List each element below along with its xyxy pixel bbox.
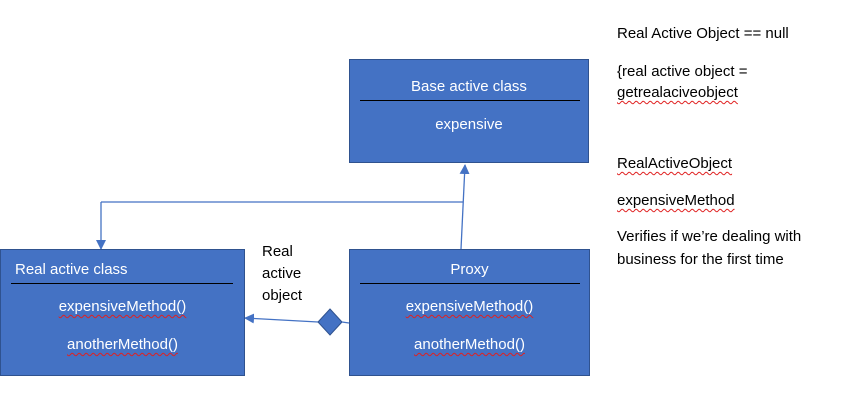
base-active-class-title: Base active class bbox=[411, 78, 527, 95]
proxy-method-2-text: anotherMethod() bbox=[414, 336, 525, 353]
real-active-class-method-2-text: anotherMethod() bbox=[67, 336, 178, 353]
base-active-class-box[interactable]: Base active class expensive bbox=[349, 59, 589, 163]
association-label: Real active object bbox=[262, 241, 302, 307]
diamond-to-proxy-connector bbox=[341, 321, 350, 324]
base-active-class-divider bbox=[360, 100, 580, 101]
proxy-title: Proxy bbox=[450, 261, 489, 278]
proxy-to-base-connector bbox=[459, 164, 470, 250]
proxy-divider bbox=[360, 283, 580, 284]
note-assignment-line-2-text: getrealaciveobject bbox=[617, 84, 738, 101]
real-active-class-box[interactable]: Real active class expensiveMethod() anot… bbox=[0, 249, 245, 376]
association-label-line-3: object bbox=[262, 287, 303, 304]
note-assignment-line-1: {real active object = bbox=[617, 63, 748, 80]
real-active-class-method-2: anotherMethod() bbox=[1, 336, 244, 353]
note-assignment-line-2: getrealaciveobject bbox=[617, 82, 738, 104]
real-active-class-divider bbox=[11, 283, 233, 284]
real-active-class-method-1-text: expensiveMethod() bbox=[58, 298, 187, 315]
association-label-line-2: active bbox=[262, 265, 302, 282]
proxy-method-1: expensiveMethod() bbox=[350, 298, 589, 315]
association-label-line-1: Real bbox=[262, 243, 293, 260]
base-active-class-member: expensive bbox=[435, 116, 503, 133]
note-null-check: Real Active Object == null bbox=[617, 25, 789, 42]
proxy-box[interactable]: Proxy expensiveMethod() anotherMethod() bbox=[349, 249, 590, 376]
real-active-class-method-1: expensiveMethod() bbox=[1, 298, 244, 315]
proxy-method-1-text: expensiveMethod() bbox=[405, 298, 534, 315]
note-real-active-object: RealActiveObject bbox=[617, 153, 732, 175]
real-active-class-title: Real active class bbox=[15, 261, 128, 278]
note-real-active-object-text: RealActiveObject bbox=[617, 155, 733, 172]
note-verifies-line-2: business for the first time bbox=[617, 251, 784, 268]
aggregation-diamond bbox=[317, 308, 343, 336]
association-connector bbox=[244, 313, 319, 324]
note-verifies-line-1: Verifies if we’re dealing with bbox=[617, 228, 802, 245]
proxy-method-2: anotherMethod() bbox=[350, 336, 589, 353]
note-expensive-method: expensiveMethod bbox=[617, 190, 735, 212]
note-expensive-method-text: expensiveMethod bbox=[617, 192, 735, 209]
